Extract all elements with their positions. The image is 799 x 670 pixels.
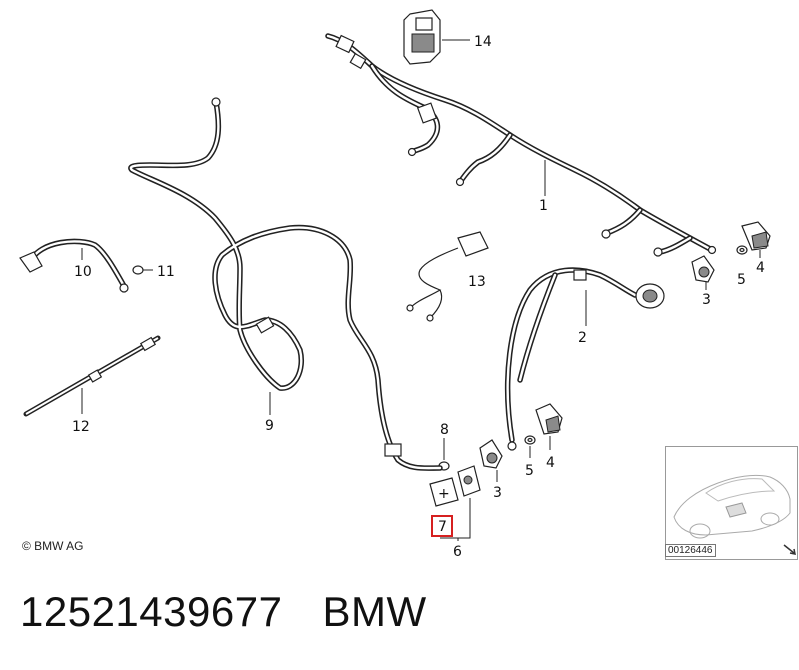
nut-part-5-upper bbox=[736, 245, 748, 255]
callout-11: 11 bbox=[157, 264, 175, 280]
part-number: 12521439677 bbox=[20, 588, 283, 635]
callout-3-lower: 3 bbox=[493, 485, 502, 501]
thumbnail-code: 00126446 bbox=[665, 544, 716, 557]
callout-9: 9 bbox=[265, 418, 274, 434]
connector-part-4-lower bbox=[535, 403, 563, 450]
clip-part-3-upper bbox=[691, 255, 715, 290]
callout-6: 6 bbox=[453, 544, 462, 560]
battery-cable-part-2 bbox=[504, 267, 665, 451]
terminal-cover-part-6: + bbox=[429, 465, 481, 541]
svg-text:+: + bbox=[438, 486, 450, 502]
brand-name: BMW bbox=[322, 588, 427, 635]
callout-3-upper: 3 bbox=[702, 292, 711, 308]
fuse-box-part-14 bbox=[403, 9, 470, 65]
vehicle-thumbnail bbox=[665, 446, 798, 560]
rod-part-12 bbox=[23, 335, 161, 417]
callout-1: 1 bbox=[539, 198, 548, 214]
part-number-line: 12521439677 BMW bbox=[20, 588, 427, 636]
nut-part-8 bbox=[438, 438, 450, 471]
callout-14: 14 bbox=[474, 34, 492, 50]
callout-12: 12 bbox=[72, 419, 90, 435]
callout-7-highlight bbox=[431, 515, 453, 537]
cable-part-10 bbox=[19, 238, 129, 293]
nut-part-5-lower bbox=[524, 435, 536, 458]
connector-part-4-upper bbox=[741, 221, 771, 258]
callout-5-upper: 5 bbox=[737, 272, 746, 288]
cable-part-9 bbox=[128, 97, 443, 471]
callout-2: 2 bbox=[578, 330, 587, 346]
car-outline-icon bbox=[673, 474, 796, 555]
callout-10: 10 bbox=[74, 264, 92, 280]
callout-labels: 1 2 3 3 4 4 5 5 6 7 8 9 10 11 12 13 14 bbox=[72, 34, 765, 560]
callout-4-lower: 4 bbox=[546, 455, 555, 471]
callout-5-lower: 5 bbox=[525, 463, 534, 479]
callout-8: 8 bbox=[440, 422, 449, 438]
callout-13: 13 bbox=[468, 274, 486, 290]
nut-part-11 bbox=[132, 265, 153, 275]
copyright-notice: © BMW AG bbox=[22, 539, 84, 553]
wiring-harness-part-1 bbox=[325, 33, 717, 257]
sensor-harness-part-13 bbox=[406, 231, 489, 322]
callout-7: 7 bbox=[438, 519, 447, 535]
clip-part-3-lower bbox=[479, 439, 503, 482]
callout-4-upper: 4 bbox=[756, 260, 765, 276]
